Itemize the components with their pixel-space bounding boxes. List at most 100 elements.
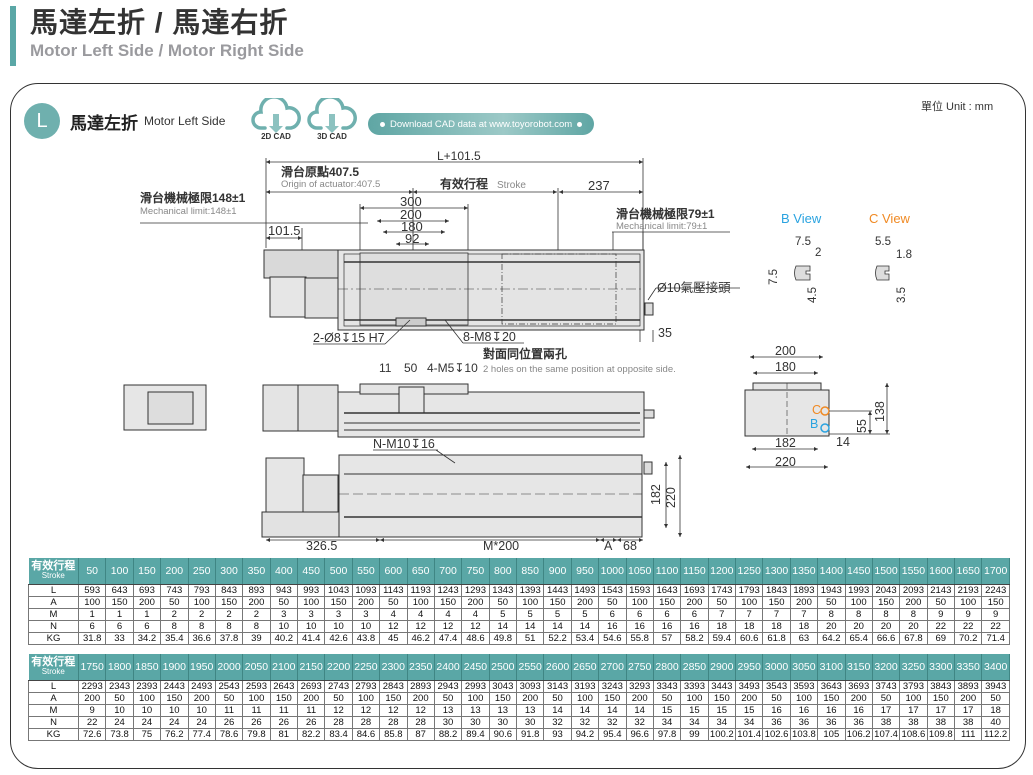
table-cell: 12 bbox=[433, 620, 463, 634]
table-cell: 28 bbox=[379, 716, 408, 730]
dim-50: 50 bbox=[404, 361, 418, 375]
cad-3d-download-button[interactable]: 3D CAD bbox=[306, 98, 358, 141]
table-cell: 12 bbox=[324, 703, 353, 718]
stroke-header-zh: 有效行程 bbox=[31, 655, 76, 668]
table-cell: 7 bbox=[734, 607, 764, 622]
table-cell: 150 bbox=[981, 595, 1010, 609]
c-view-profile bbox=[875, 265, 890, 281]
dim-m200: M*200 bbox=[483, 539, 519, 553]
bullet-icon bbox=[380, 121, 385, 127]
table-cell: 200 bbox=[953, 691, 983, 705]
table-cell: 3443 bbox=[707, 679, 737, 693]
table-cell: 40.2 bbox=[269, 632, 299, 646]
table-cell: 2 bbox=[187, 607, 216, 622]
end-view-c-label: C bbox=[812, 403, 821, 417]
table-cell: 2093 bbox=[899, 583, 928, 597]
table-cell: 5 bbox=[543, 607, 572, 622]
table-cell: 100 bbox=[296, 595, 326, 609]
table-cell: 34 bbox=[707, 716, 737, 730]
row-label: N bbox=[28, 620, 79, 634]
table-cell: 34 bbox=[680, 716, 709, 730]
table-cell: 24 bbox=[132, 716, 162, 730]
stroke-value: 1600 bbox=[927, 558, 956, 585]
table-cell: 66.6 bbox=[871, 632, 901, 646]
stroke-value: 250 bbox=[188, 558, 216, 585]
dim-92: 92 bbox=[405, 231, 419, 246]
table-cell: 48.6 bbox=[461, 632, 490, 646]
download-cad-link[interactable]: Download CAD data at www.toyorobot.com bbox=[368, 113, 595, 135]
dim-326-5: 326.5 bbox=[306, 539, 337, 553]
table-cell: 18 bbox=[707, 620, 737, 634]
stroke-header-zh: 有效行程 bbox=[31, 559, 76, 572]
stroke-header-en: Stroke bbox=[41, 570, 65, 580]
dim-200: 200 bbox=[400, 207, 422, 222]
origin-label-en: Origin of actuator:407.5 bbox=[281, 179, 380, 190]
b-view-title: B View bbox=[781, 211, 822, 226]
table-cell: 1743 bbox=[707, 583, 737, 597]
table-cell: 90.6 bbox=[488, 728, 518, 742]
table-cell: 36 bbox=[762, 716, 791, 730]
table-cell: 100 bbox=[570, 691, 600, 705]
table-cell: 6 bbox=[105, 620, 134, 634]
table-cell: 70.2 bbox=[953, 632, 983, 646]
table-cell: 28 bbox=[324, 716, 353, 730]
table-cell: 2543 bbox=[214, 679, 244, 693]
table-cell: 1693 bbox=[680, 583, 709, 597]
table-cell: 64.2 bbox=[817, 632, 846, 646]
table-cell: 100.2 bbox=[707, 728, 737, 742]
air-fitting-label: Ø10氣壓接頭 bbox=[657, 280, 731, 295]
table-cell: 14 bbox=[515, 620, 545, 634]
table-cell: 77.4 bbox=[187, 728, 216, 742]
table-cell: 1943 bbox=[817, 583, 846, 597]
table-cell: 3643 bbox=[817, 679, 846, 693]
stroke-value: 2500 bbox=[489, 654, 518, 681]
end-view-55: 55 bbox=[855, 419, 869, 433]
table-cell: 18 bbox=[789, 620, 819, 634]
stroke-value: 2350 bbox=[407, 654, 435, 681]
stroke-value: 1100 bbox=[653, 558, 682, 585]
table-cell: 20 bbox=[871, 620, 901, 634]
table-cell: 40 bbox=[981, 716, 1010, 730]
table-cell: 50 bbox=[269, 595, 299, 609]
table-cell: 102.6 bbox=[762, 728, 791, 742]
table-cell: 99 bbox=[680, 728, 709, 742]
stroke-value: 900 bbox=[543, 558, 572, 585]
bottom-view bbox=[261, 454, 653, 538]
table-cell: 15 bbox=[707, 703, 737, 718]
table-cell: 91.8 bbox=[515, 728, 545, 742]
b-marker bbox=[820, 423, 830, 433]
end-view bbox=[744, 382, 830, 437]
table-cell: 1143 bbox=[379, 583, 408, 597]
table-cell: 14 bbox=[543, 703, 572, 718]
table-cell: 1493 bbox=[570, 583, 600, 597]
table-cell: 71.4 bbox=[981, 632, 1010, 646]
table-cell: 26 bbox=[296, 716, 326, 730]
table-cell: 2043 bbox=[871, 583, 901, 597]
table-cell: 17 bbox=[953, 703, 983, 718]
table-cell: 50 bbox=[871, 691, 901, 705]
table-cell: 3343 bbox=[652, 679, 682, 693]
table-cell: 36.6 bbox=[187, 632, 216, 646]
table-cell: 32 bbox=[625, 716, 654, 730]
table-cell: 85.8 bbox=[379, 728, 408, 742]
cad-2d-download-button[interactable]: 2D CAD bbox=[250, 98, 302, 141]
table-cell: 50 bbox=[105, 691, 134, 705]
table-cell: 100 bbox=[77, 595, 107, 609]
end-view-180: 180 bbox=[775, 360, 796, 374]
table-cell: 50 bbox=[762, 691, 791, 705]
stroke-value: 2700 bbox=[598, 654, 627, 681]
table-cell: 12 bbox=[379, 703, 408, 718]
table-cell: 2293 bbox=[77, 679, 107, 693]
dim-35: 35 bbox=[658, 326, 672, 340]
table-cell: 50 bbox=[543, 691, 572, 705]
table-cell: 32 bbox=[598, 716, 627, 730]
table-cell: 1543 bbox=[598, 583, 627, 597]
dim-a: A bbox=[604, 539, 613, 553]
table-cell: 200 bbox=[515, 691, 545, 705]
stroke-value: 2400 bbox=[434, 654, 463, 681]
table-cell: 97.8 bbox=[652, 728, 682, 742]
table-cell: 150 bbox=[105, 595, 134, 609]
